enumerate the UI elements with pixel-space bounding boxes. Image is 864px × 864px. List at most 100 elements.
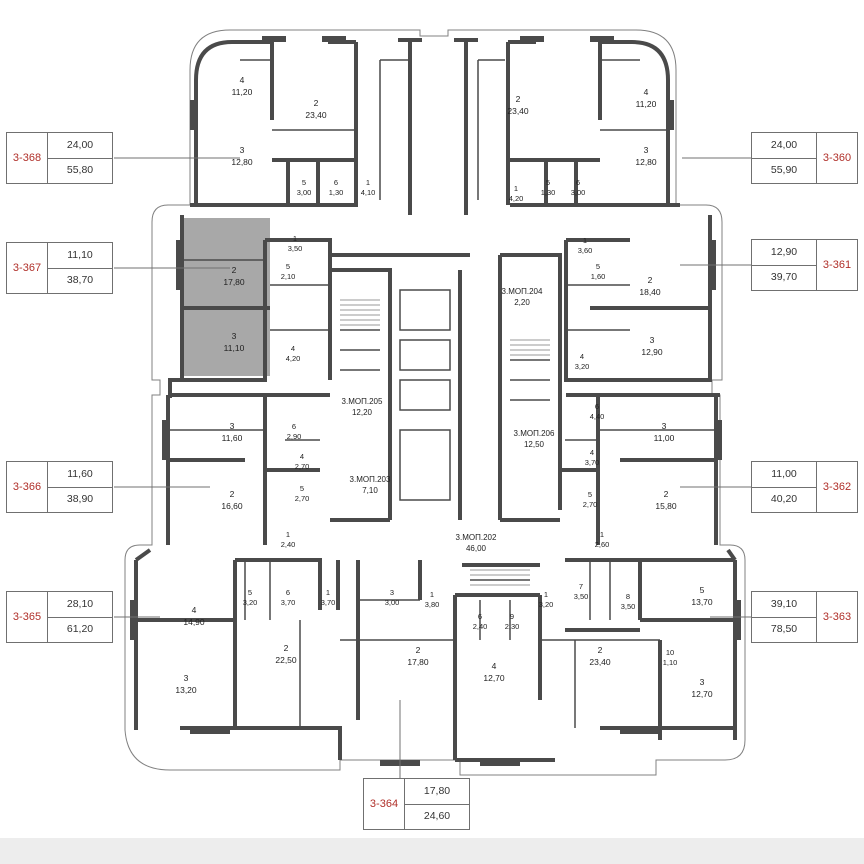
room-area: 4,10	[360, 188, 376, 197]
room-number: 2	[663, 489, 669, 499]
room-number: 1	[582, 236, 588, 245]
total-area: 78,50	[770, 623, 798, 635]
room-number: 4	[239, 75, 245, 85]
apartment-code: 3-367	[7, 243, 48, 293]
room-area: 12,90	[641, 347, 663, 357]
room-area: 12,70	[483, 673, 505, 683]
partitions	[168, 59, 716, 728]
room-area: 3,50	[573, 592, 589, 601]
room-area: 23,40	[305, 110, 327, 120]
room-area: 3,00	[296, 188, 312, 197]
room-area: 1,30	[328, 188, 344, 197]
room-area: 12,50	[523, 440, 545, 449]
room-number: 4	[290, 344, 296, 353]
room-area: 11,10	[223, 343, 245, 353]
total-area: 39,70	[770, 271, 798, 283]
room-number: 5	[545, 178, 551, 187]
room-number: 4	[589, 448, 595, 457]
room-number: 2	[515, 94, 521, 104]
room-number: 3	[229, 421, 235, 431]
room-number: 2	[647, 275, 653, 285]
room-number: 4	[299, 452, 305, 461]
living-area: 39,10	[752, 592, 816, 618]
room-area: 18,40	[639, 287, 661, 297]
room-number: 3	[643, 145, 649, 155]
room-area: 11,20	[635, 99, 657, 109]
room-area: 17,80	[407, 657, 429, 667]
room-area: 1,60	[590, 272, 606, 281]
room-area: 13,70	[691, 597, 713, 607]
room-area: 4,20	[508, 194, 524, 203]
total-area: 40,20	[770, 493, 798, 505]
room-area: 2,60	[594, 540, 610, 549]
living-area: 11,10	[48, 243, 112, 269]
room-area: 2,70	[582, 500, 598, 509]
apartment-code: 3-361	[816, 240, 857, 290]
room-number: 3	[239, 145, 245, 155]
room-area: 2,30	[504, 622, 520, 631]
walls	[134, 38, 737, 762]
room-number: 1	[292, 234, 298, 243]
room-area: 3,20	[242, 598, 258, 607]
room-number: 1	[599, 530, 605, 539]
apartment-code: 3-362	[816, 462, 857, 512]
room-number: 5	[301, 178, 307, 187]
room-area: 11,20	[231, 87, 253, 97]
room-area: 16,60	[221, 501, 243, 511]
room-number: 3.МОП.203	[349, 475, 391, 484]
total-area: 61,20	[66, 623, 94, 635]
room-area: 3,80	[424, 600, 440, 609]
room-number: 6	[594, 402, 600, 411]
room-area: 12,70	[691, 689, 713, 699]
room-area: 2,20	[514, 298, 530, 307]
room-number: 2	[415, 645, 421, 655]
room-number: 2	[313, 98, 319, 108]
stair-hatch	[340, 299, 550, 586]
room-area: 11,00	[653, 433, 675, 443]
room-area: 14,90	[183, 617, 205, 627]
apartment-code: 3-368	[7, 133, 48, 183]
room-number: 7	[578, 582, 584, 591]
room-number: 3.МОП.204	[501, 287, 543, 296]
total-area: 55,90	[770, 164, 798, 176]
room-area: 23,40	[507, 106, 529, 116]
room-area: 3,70	[320, 598, 336, 607]
room-area: 3,60	[577, 246, 593, 255]
room-number: 5	[595, 262, 601, 271]
room-area: 3,70	[584, 458, 600, 467]
room-area: 2,40	[472, 622, 488, 631]
